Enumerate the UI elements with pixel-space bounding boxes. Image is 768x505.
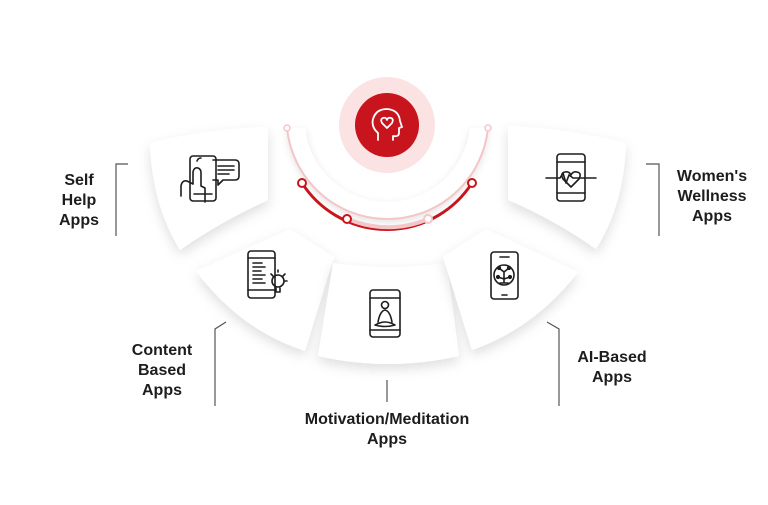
leader-self-help [115, 163, 128, 236]
label-motivation: Motivation/Meditation Apps [304, 411, 470, 448]
progress-arc [286, 127, 489, 231]
leader-ai-based [546, 321, 560, 406]
label-content-based: Content Based Apps [131, 342, 193, 399]
phone-touch-chat-icon [180, 155, 240, 203]
phone-meditation-icon [369, 289, 401, 338]
progress-dots [283, 124, 492, 224]
center-bubble [339, 77, 435, 173]
segment-womens-wellness [508, 126, 626, 249]
phone-document-bulb-icon [247, 250, 288, 299]
inner-arc-band [287, 128, 488, 219]
leader-lines [115, 163, 660, 406]
head-heart-icon [371, 108, 403, 141]
segment-self-help [150, 127, 268, 250]
label-womens-wellness: Women's Wellness Apps [676, 168, 748, 225]
phone-heartbeat-icon [545, 153, 597, 202]
phone-brain-circuit-icon [490, 251, 519, 300]
leader-content-based [214, 321, 227, 406]
segment-ai-based [443, 229, 578, 350]
label-self-help: Self Help Apps [59, 172, 99, 229]
label-ai-based: AI-Based Apps [577, 349, 647, 386]
leader-womens-wellness [646, 163, 660, 236]
